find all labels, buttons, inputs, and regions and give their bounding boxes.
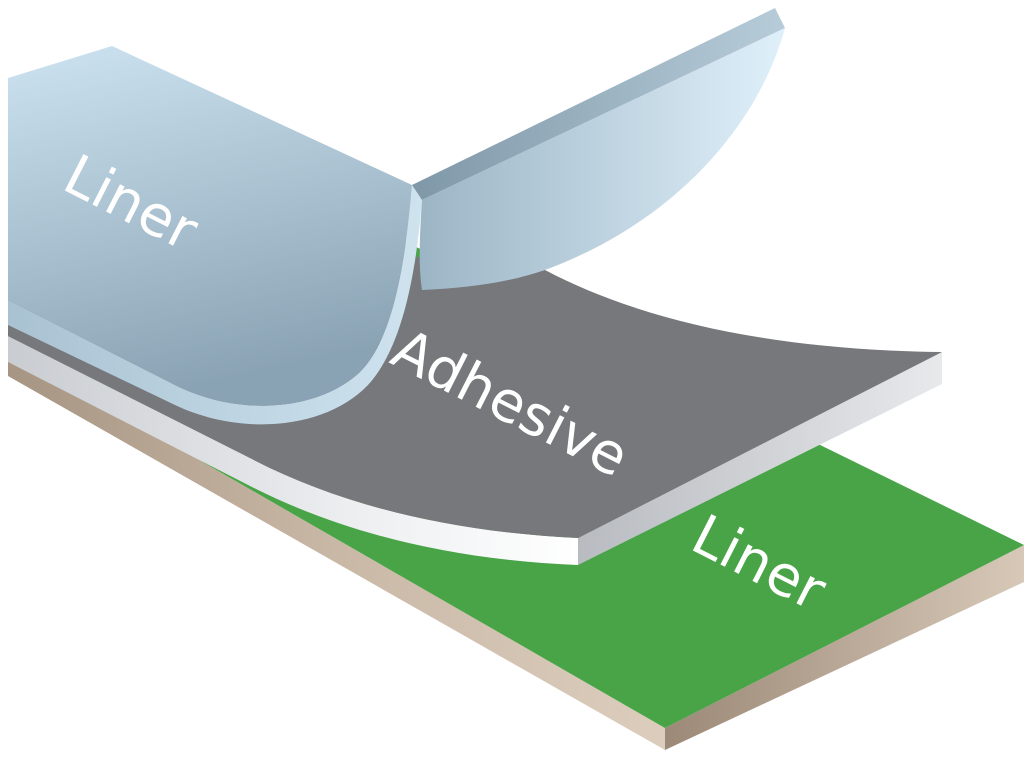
bottom-liner-front-edge xyxy=(8,350,665,750)
top-liner-layer xyxy=(8,8,785,425)
top-liner-face xyxy=(8,46,412,406)
top-liner-curl-rim xyxy=(8,185,422,425)
bottom-liner-right-edge xyxy=(665,545,1024,750)
top-liner-flap-edge xyxy=(412,8,785,200)
adhesive-front-edge xyxy=(8,336,578,565)
top-liner-flap xyxy=(419,28,785,290)
adhesive-right-edge xyxy=(578,352,942,565)
